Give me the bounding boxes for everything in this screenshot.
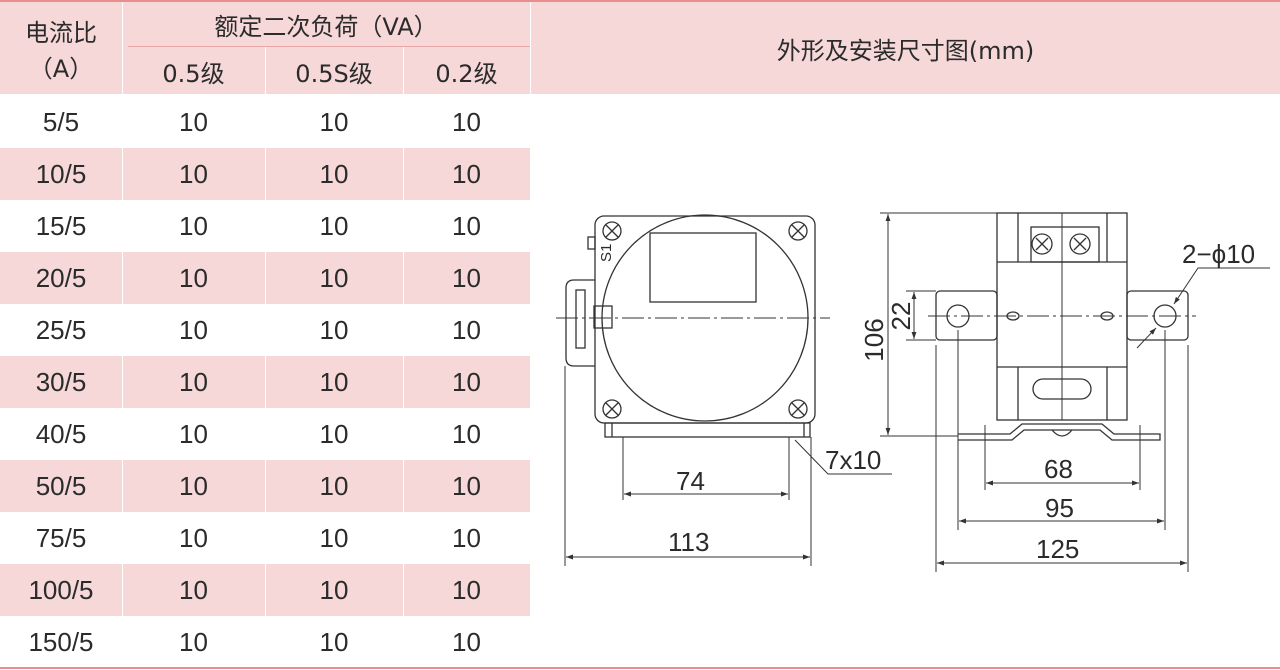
terminal-strip <box>575 289 586 349</box>
table-row: 25/5 10 10 10 <box>0 304 530 356</box>
burden-cell: 10 <box>319 262 349 293</box>
burden-cell: 10 <box>452 158 481 189</box>
burden-cell: 10 <box>179 210 208 241</box>
burden-cell: 10 <box>179 366 208 397</box>
corner-screw-icon <box>602 399 622 419</box>
top-rule <box>0 0 1280 2</box>
front-view <box>556 214 892 566</box>
slot-leader <box>794 439 892 475</box>
burden-cell: 10 <box>179 626 208 657</box>
dim-label-22: 22 <box>886 302 916 331</box>
burden-header: 额定二次负荷（VA） <box>214 12 438 41</box>
burden-cell: 10 <box>179 470 208 501</box>
burden-cell: 10 <box>319 210 349 241</box>
burden-cell: 10 <box>319 418 349 449</box>
front-body-outline <box>594 215 816 424</box>
dim-label-106: 106 <box>859 318 889 361</box>
table-row: 150/5 10 10 10 <box>0 616 530 668</box>
ratio-cell: 75/5 <box>35 522 87 553</box>
terminal-screw-icon <box>1031 233 1053 255</box>
burden-cell: 10 <box>319 366 349 397</box>
table-row: 5/5 10 10 10 <box>0 96 530 148</box>
burden-cell: 10 <box>452 418 481 449</box>
dim-label-125: 125 <box>1036 534 1079 564</box>
grade-header-05: 0.5级 <box>162 59 225 88</box>
ratio-header-line2: （A） <box>28 54 94 83</box>
grade-header-05s: 0.5S级 <box>295 59 373 88</box>
drawing-header: 外形及安装尺寸图(mm) <box>531 2 1280 94</box>
burden-cell: 10 <box>452 106 481 137</box>
burden-cell: 10 <box>452 626 481 657</box>
burden-cell: 10 <box>319 158 349 189</box>
ratio-cell: 30/5 <box>35 366 87 397</box>
column-separator <box>265 96 266 667</box>
burden-cell: 10 <box>179 418 208 449</box>
burden-cell: 10 <box>179 574 208 605</box>
dim-label-113: 113 <box>668 527 709 557</box>
burden-cell: 10 <box>319 470 349 501</box>
ratio-cell: 150/5 <box>28 626 94 657</box>
terminal-screw-icon <box>1069 233 1091 255</box>
ratio-cell: 25/5 <box>35 314 87 345</box>
grade-header-02: 0.2级 <box>435 59 498 88</box>
ratio-cell: 10/5 <box>35 158 87 189</box>
dim-label-74: 74 <box>676 466 705 496</box>
ratio-cell: 5/5 <box>42 106 80 137</box>
header-separator <box>122 2 123 94</box>
burden-cell: 10 <box>452 314 481 345</box>
corner-screw-icon <box>788 399 808 419</box>
bottom-bracket <box>958 423 1161 441</box>
burden-cell: 10 <box>179 314 208 345</box>
dim-label-68: 68 <box>1044 454 1073 484</box>
terminal-label: S1 <box>598 244 615 262</box>
ratio-cell: 50/5 <box>35 470 87 501</box>
burden-cell: 10 <box>179 262 208 293</box>
burden-cell: 10 <box>452 522 481 553</box>
burden-cell: 10 <box>452 470 481 501</box>
side-view <box>880 212 1270 572</box>
dim-label-slot: 7x10 <box>825 445 881 475</box>
table-row: 75/5 10 10 10 <box>0 512 530 564</box>
table-row: 15/5 10 10 10 <box>0 200 530 252</box>
burden-cell: 10 <box>319 106 349 137</box>
burden-cell: 10 <box>452 210 481 241</box>
burden-cell: 10 <box>179 106 208 137</box>
terminal-screw <box>593 305 613 329</box>
header-divider <box>128 46 530 47</box>
burden-cell: 10 <box>179 158 208 189</box>
ratio-cell: 20/5 <box>35 262 87 293</box>
corner-screw-icon <box>602 221 622 241</box>
burden-cell: 10 <box>452 262 481 293</box>
corner-screw-icon <box>788 221 808 241</box>
burden-cell: 10 <box>319 314 349 345</box>
dim-label-holes: 2−ϕ10 <box>1182 239 1255 269</box>
header-separator <box>403 47 404 94</box>
ratio-cell: 15/5 <box>35 210 87 241</box>
front-base-plate <box>604 422 811 438</box>
terminal-block <box>565 279 595 367</box>
terminal-housing <box>1030 226 1100 263</box>
ratio-cell: 100/5 <box>28 574 94 605</box>
front-top-tab <box>587 236 596 250</box>
hole-leader <box>1173 267 1270 305</box>
ratio-cell: 40/5 <box>35 418 87 449</box>
burden-cell: 10 <box>179 522 208 553</box>
dim-label-95: 95 <box>1045 493 1074 523</box>
header-separator <box>265 47 266 94</box>
column-separator <box>122 96 123 667</box>
burden-cell: 10 <box>452 574 481 605</box>
ratio-header-line1: 电流比 <box>25 18 97 47</box>
mounting-slot <box>1032 378 1092 400</box>
bottom-rule <box>0 667 1280 669</box>
column-separator <box>403 96 404 667</box>
nameplate-window <box>649 232 757 303</box>
burden-cell: 10 <box>319 626 349 657</box>
burden-cell: 10 <box>319 574 349 605</box>
burden-cell: 10 <box>452 366 481 397</box>
burden-cell: 10 <box>319 522 349 553</box>
table-row: 40/5 10 10 10 <box>0 408 530 460</box>
